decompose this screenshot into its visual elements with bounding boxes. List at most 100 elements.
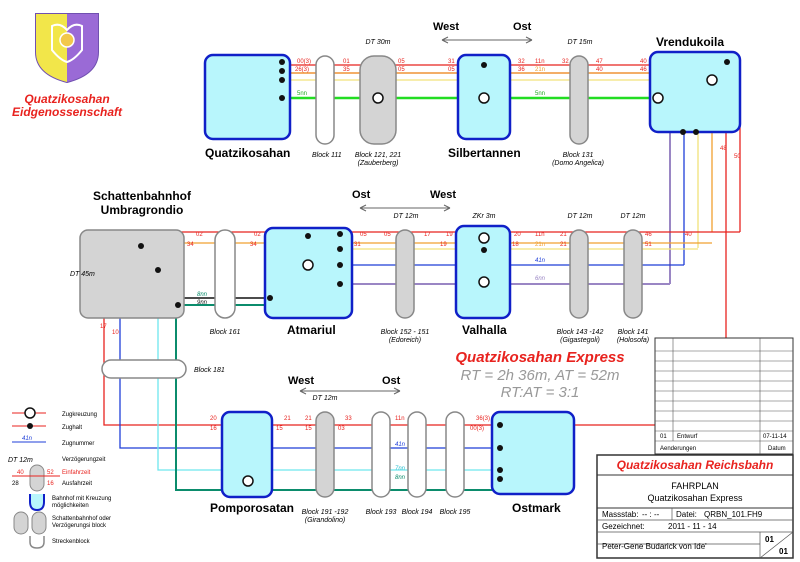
block-label-143-sub: (Gigastegoli) xyxy=(560,337,600,344)
svg-text:21: 21 xyxy=(560,242,567,248)
station-label-schatten-2: Umbragrondio xyxy=(101,203,184,217)
svg-text:17: 17 xyxy=(424,232,431,238)
svg-text:5nn: 5nn xyxy=(535,91,545,97)
svg-text:21: 21 xyxy=(284,416,291,422)
block-label-131-sub: (Domo Angelica) xyxy=(552,160,604,167)
block-194[interactable] xyxy=(407,411,427,498)
middle-times: 02 02 05 05 17 19 20 11n 21 46 40 34 34 … xyxy=(187,232,692,248)
dwell-dt45: DT 45m xyxy=(70,271,95,278)
mid-black-time: 9nn xyxy=(197,300,208,306)
block-label-195: Block 195 xyxy=(440,509,471,516)
station-label-ostmark: Ostmark xyxy=(512,501,561,515)
gezeichnet-label: Gezeichnet: xyxy=(602,522,645,531)
svg-text:46: 46 xyxy=(645,232,652,238)
svg-text:02: 02 xyxy=(254,232,261,238)
svg-text:10: 10 xyxy=(112,330,119,336)
svg-text:34: 34 xyxy=(187,242,194,248)
dwell-zkr3: ZKr 3m xyxy=(472,213,496,220)
author: Peter-Gene Budarick von Ide' xyxy=(602,542,707,551)
station-quatzikosahan[interactable] xyxy=(203,53,292,141)
block-141[interactable] xyxy=(623,229,643,319)
block-label-131: Block 131 xyxy=(563,152,594,159)
block-143[interactable] xyxy=(569,229,589,319)
legend-zugnummer: Zugnummer xyxy=(62,441,94,447)
train-stop-markers xyxy=(279,59,730,135)
revision-date: 07-11-14 xyxy=(763,434,787,440)
station-label-valhalla: Valhalla xyxy=(462,323,507,337)
block-181[interactable] xyxy=(101,359,187,379)
svg-text:19: 19 xyxy=(440,242,447,248)
svg-text:21n: 21n xyxy=(535,67,545,73)
block-label-141: Block 141 xyxy=(618,329,649,336)
svg-text:00(3): 00(3) xyxy=(297,59,311,65)
doc-type: FAHRPLAN xyxy=(671,481,719,491)
bottom-times: 20 21 21 33 11n 36(3) 16 15 15 03 00(3) xyxy=(210,416,490,432)
block-195[interactable] xyxy=(445,411,465,498)
svg-text:16: 16 xyxy=(210,426,217,432)
svg-text:15: 15 xyxy=(305,426,312,432)
legend-verzoegerung: Verzögerungzeit xyxy=(62,457,106,463)
station-schattenbahnhof[interactable] xyxy=(79,229,185,319)
svg-text:40: 40 xyxy=(596,67,603,73)
revision-num: 01 xyxy=(660,434,667,440)
bottom-cyan-time: 7nn xyxy=(395,466,406,472)
block-152[interactable] xyxy=(395,229,415,319)
direction-arrow-bottom xyxy=(299,387,401,395)
dwell-dt30: DT 30m xyxy=(366,39,391,46)
massstab-value: -- : -- xyxy=(642,510,660,519)
brand-name-line1: Quatzikosahan xyxy=(24,92,109,106)
legend-einfahrzeit: Einfahrzeit xyxy=(62,470,91,476)
block-label-161: Block 161 xyxy=(210,329,241,336)
block-label-181: Block 181 xyxy=(194,367,225,374)
svg-text:35: 35 xyxy=(343,67,350,73)
svg-text:50: 50 xyxy=(734,154,741,160)
middle-crossing-markers xyxy=(302,232,490,288)
dwell-dt12c: DT 12m xyxy=(621,213,646,220)
svg-text:51: 51 xyxy=(645,242,652,248)
legend-schatten-2: Verzögerungsi block xyxy=(52,523,107,529)
bottom-green-time: 8nn xyxy=(395,475,406,481)
legend-dt-sample: DT 12m xyxy=(8,457,33,464)
svg-text:48: 48 xyxy=(720,146,727,152)
block-111[interactable] xyxy=(315,55,335,145)
legend-strecken: Streckenblock xyxy=(52,539,91,545)
svg-text:36(3): 36(3) xyxy=(476,416,490,422)
sheet-num: 01 xyxy=(765,535,774,544)
gezeichnet-value: 2011 - 11 - 14 xyxy=(668,522,717,531)
direction-top-left: West xyxy=(433,21,459,33)
station-pomporosatan[interactable] xyxy=(220,410,274,499)
direction-top-right: Ost xyxy=(513,21,532,33)
station-valhalla[interactable] xyxy=(454,224,512,320)
block-label-141-sub: (Holosofa) xyxy=(617,337,649,344)
station-ostmark[interactable] xyxy=(490,410,576,496)
block-131[interactable] xyxy=(569,55,589,145)
svg-text:02: 02 xyxy=(196,232,203,238)
svg-text:47: 47 xyxy=(596,59,603,65)
legend-zughalt: Zughalt xyxy=(62,425,82,431)
station-label-atmariul: Atmariul xyxy=(287,323,336,337)
block-191[interactable] xyxy=(315,411,335,498)
side-times: 48 50 17 10 xyxy=(100,146,741,336)
timetable-rt: RT = 2h 36m, AT = 52m xyxy=(461,367,620,384)
svg-text:11n: 11n xyxy=(535,59,545,65)
datei-label: Datei: xyxy=(676,510,697,519)
svg-text:11n: 11n xyxy=(395,416,405,422)
legend: Zugkreuzung Zughalt 41n Zugnummer DT 12m… xyxy=(8,407,111,549)
svg-text:16: 16 xyxy=(47,481,54,487)
svg-text:34: 34 xyxy=(250,242,257,248)
svg-text:05: 05 xyxy=(360,232,367,238)
station-atmariul[interactable] xyxy=(263,226,354,320)
top-times: 00(3) 01 05 31 32 11n 32 47 40 26(3) 35 … xyxy=(295,59,647,73)
block-label-191: Block 191 -192 xyxy=(302,509,349,516)
crossing-markers xyxy=(372,74,718,104)
svg-text:33: 33 xyxy=(345,416,352,422)
svg-text:31: 31 xyxy=(354,242,361,248)
block-161[interactable] xyxy=(214,229,236,319)
direction-middle-right: West xyxy=(430,189,456,201)
station-label-schatten-1: Schattenbahnhof xyxy=(93,189,192,203)
direction-bottom-left: West xyxy=(288,375,314,387)
dwell-dt12b: DT 12m xyxy=(568,213,593,220)
block-193[interactable] xyxy=(371,411,391,498)
legend-bahnhof-1: Bahnhof mit Kreuzung xyxy=(52,496,111,502)
block-label-121: Block 121, 221 xyxy=(355,152,401,159)
